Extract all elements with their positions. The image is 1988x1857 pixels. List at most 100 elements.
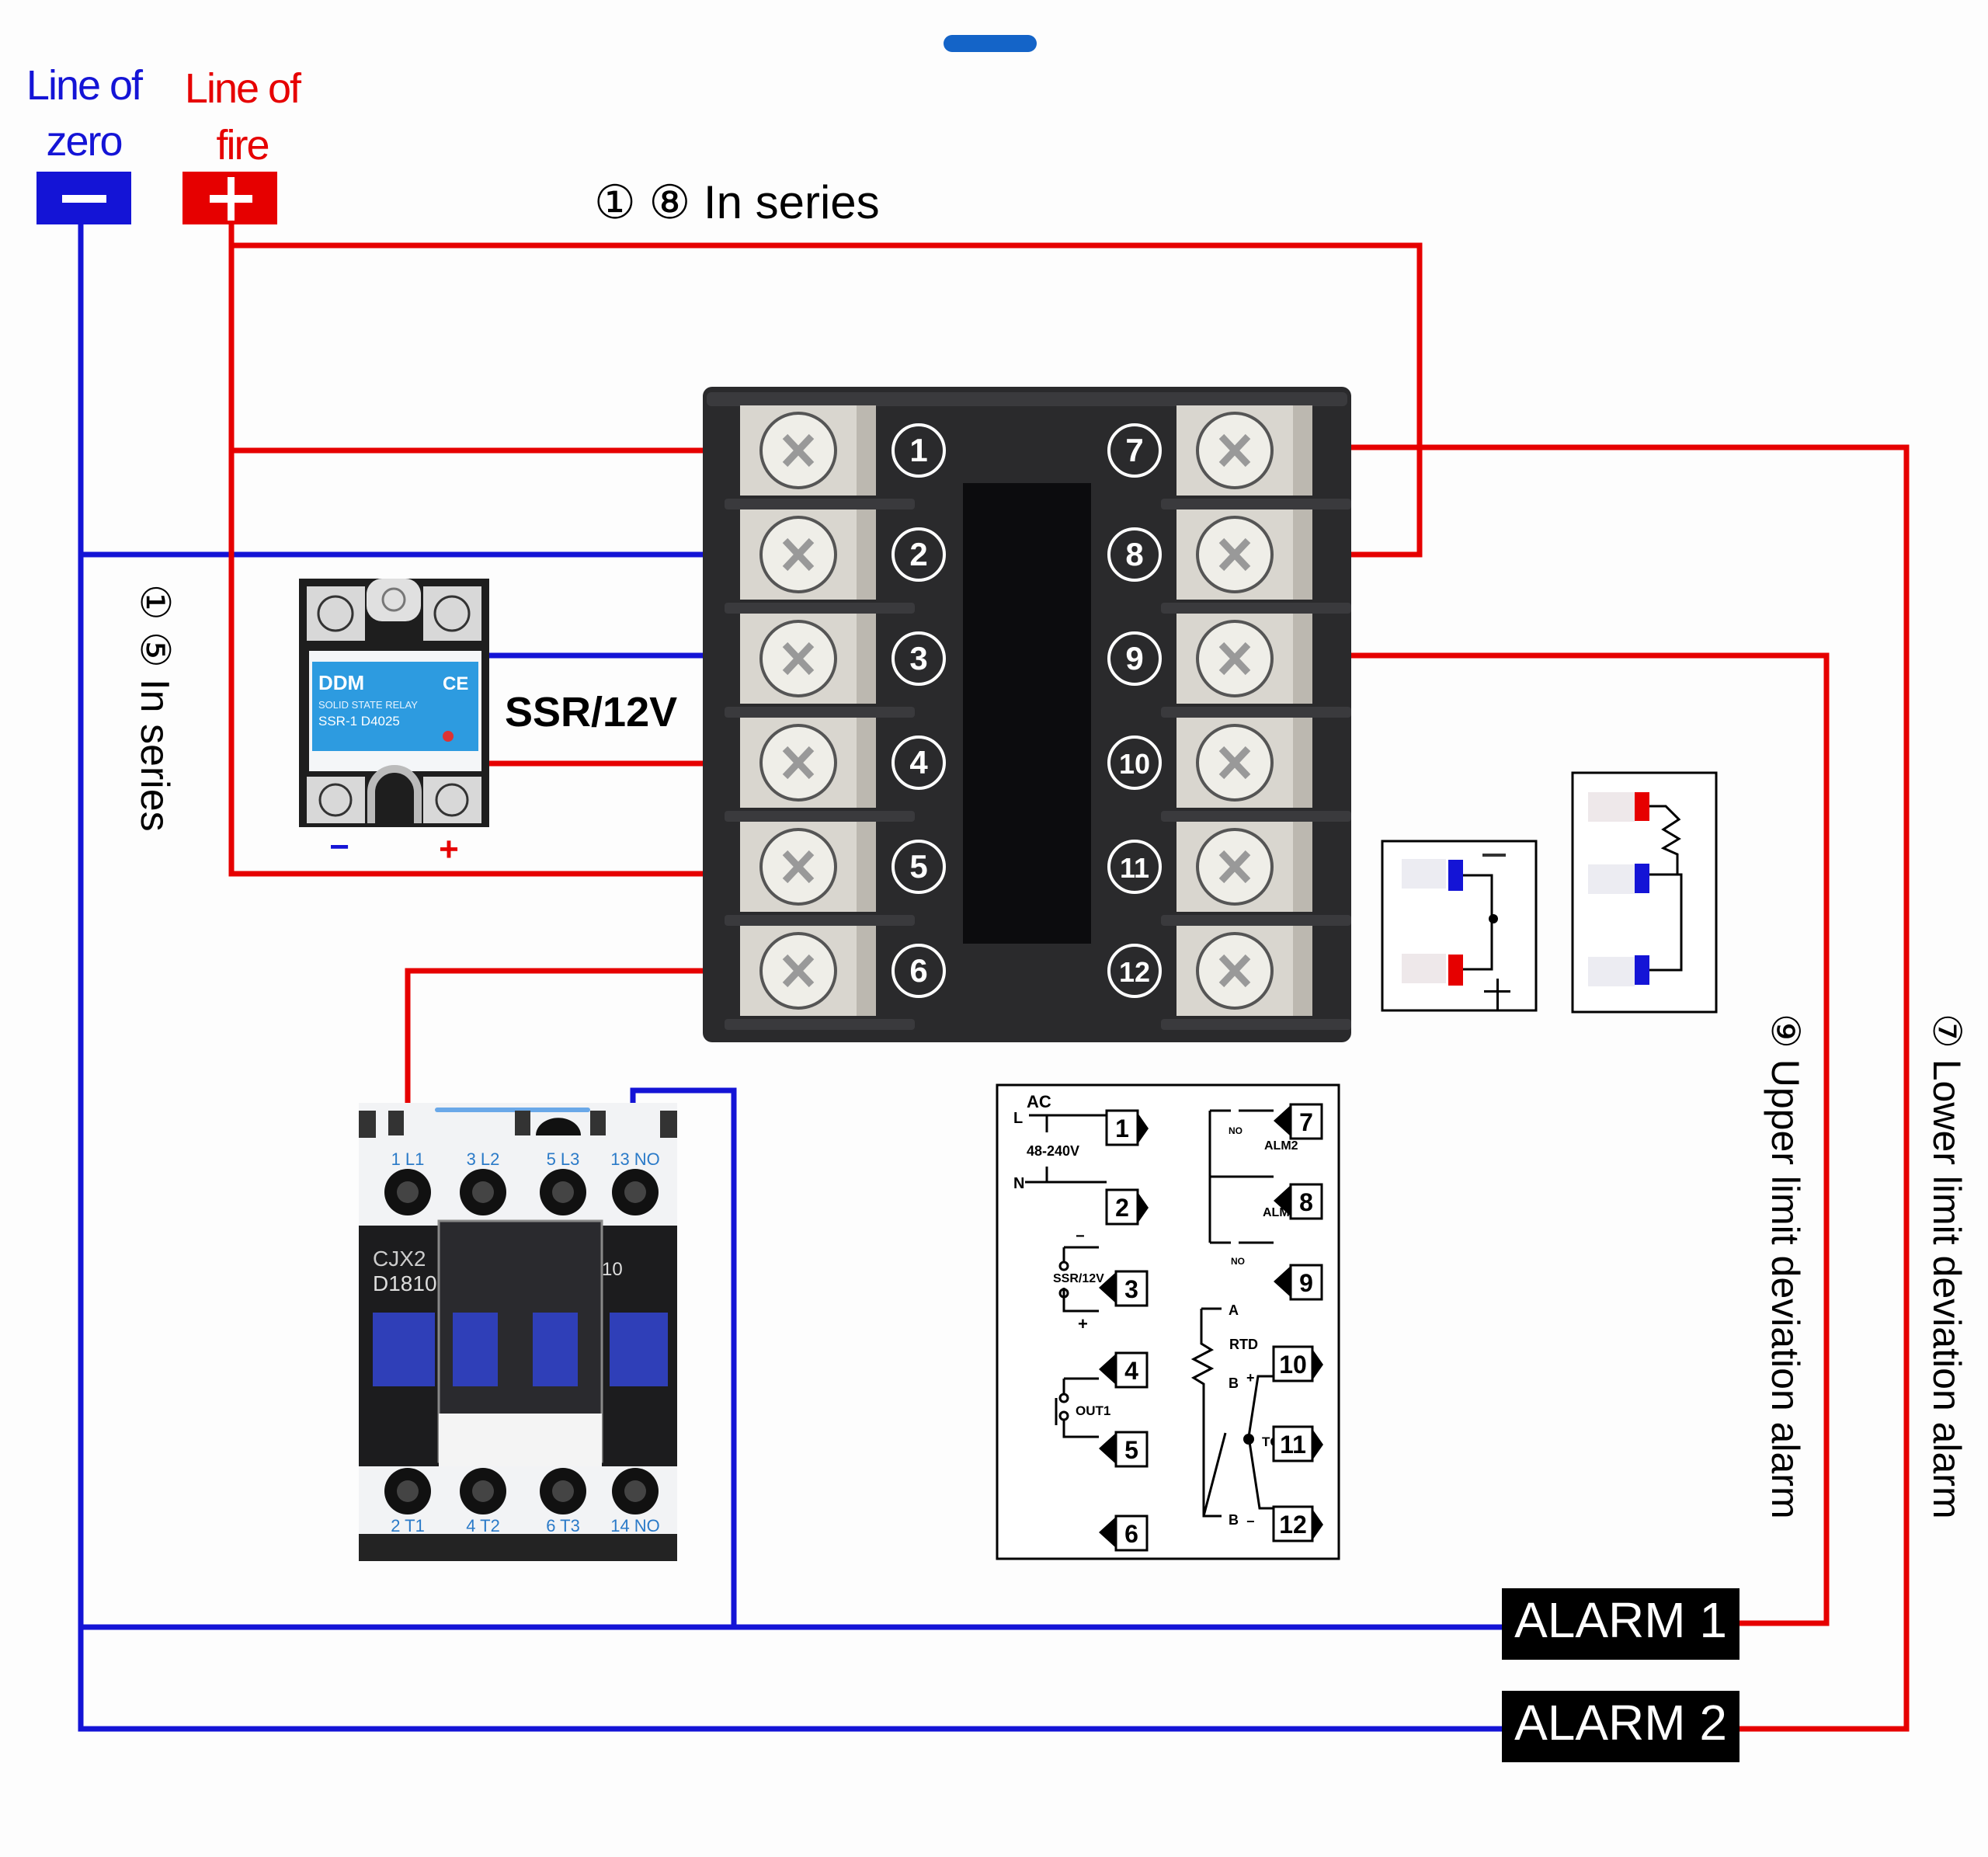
contactor-top-label: 1 L1: [391, 1149, 425, 1169]
terminal-number-badge: 4: [891, 735, 946, 790]
schematic-alm2-label: ALM2: [1264, 1139, 1298, 1153]
fire-line-label-2: fire: [216, 122, 268, 169]
contactor-side-mark: 10: [602, 1259, 623, 1280]
contactor-top-label: 3 L2: [467, 1149, 500, 1169]
terminal-number-badge: 10: [1107, 735, 1162, 790]
terminal-12[interactable]: 12: [1107, 926, 1351, 1030]
contactor-bottom-label: 4 T2: [466, 1516, 500, 1535]
schematic-terminal-number: 10: [1279, 1351, 1307, 1379]
contactor-bottom-terminal[interactable]: 2 T1: [384, 1468, 431, 1535]
contactor-bottom-label: 2 T1: [391, 1516, 425, 1535]
terminal-9[interactable]: 9: [1107, 614, 1351, 718]
screw-icon: [1218, 850, 1251, 884]
terminal-4[interactable]: 4: [725, 718, 946, 822]
terminal-number-badge: 12: [1107, 944, 1162, 998]
schematic-terminal-number: 5: [1124, 1436, 1138, 1464]
terminal-number-badge: 7: [1107, 423, 1162, 478]
wire-terminal-7-to-alarm-2: [1270, 444, 1910, 1732]
alarm-2-label: ALARM 2: [1514, 1695, 1727, 1751]
schematic-terminal-6: 6: [1099, 1514, 1149, 1552]
schematic-no-bottom: NO: [1231, 1256, 1245, 1267]
thermocouple-wiring-box: [1381, 840, 1538, 1012]
terminal-number: 7: [1125, 432, 1143, 468]
contactor-bottom-terminal[interactable]: 6 T3: [540, 1468, 586, 1535]
schematic-terminal-11: 11: [1272, 1425, 1323, 1462]
schematic-tc-minus: −: [1246, 1514, 1255, 1529]
terminal-5[interactable]: 5: [725, 822, 946, 926]
terminal-10[interactable]: 10: [1107, 718, 1351, 822]
schematic-terminal-number: 6: [1124, 1520, 1138, 1548]
controller-center-window: [963, 483, 1091, 944]
schematic-n-label: N: [1013, 1175, 1024, 1192]
drag-handle[interactable]: [944, 35, 1037, 52]
schematic-terminal-10: 10: [1272, 1345, 1323, 1382]
schematic-terminal-number: 2: [1115, 1194, 1129, 1222]
terminal-7[interactable]: 7: [1107, 405, 1351, 509]
terminal-number-badge: 1: [891, 423, 946, 478]
wire-terminal-6-to-contactor-l1: [405, 968, 799, 1139]
screw-icon: [1218, 433, 1251, 468]
neutral-terminal[interactable]: [36, 172, 131, 224]
contactor-top-terminal[interactable]: 13 NO: [610, 1149, 660, 1215]
lower-alarm-label: ⑦ Lower limit deviation alarm: [1925, 1014, 1969, 1519]
terminal-11[interactable]: 11: [1107, 822, 1351, 926]
terminal-2[interactable]: 2: [725, 509, 946, 614]
contactor-top-label: 5 L3: [547, 1149, 580, 1169]
screw-icon: [1218, 746, 1251, 780]
contactor-top-terminal[interactable]: 5 L3: [540, 1149, 586, 1215]
terminal-number-badge: 8: [1107, 527, 1162, 582]
contactor-top-terminal[interactable]: 1 L1: [384, 1149, 431, 1215]
live-terminal[interactable]: [182, 172, 277, 224]
schematic-terminal-2: 2: [1105, 1188, 1149, 1226]
contactor-top-terminal[interactable]: 3 L2: [460, 1149, 506, 1215]
schematic-terminal-8: 8: [1274, 1183, 1323, 1220]
schematic-no-top: NO: [1229, 1125, 1242, 1136]
contactor-model-line-2: D1810: [373, 1271, 437, 1295]
ssr-plus-label: +: [439, 830, 459, 868]
terminal-number-badge: 5: [891, 840, 946, 894]
ssr-ce-mark: CE: [443, 673, 468, 694]
schematic-terminal-number: 11: [1280, 1431, 1306, 1459]
schematic-terminal-12: 12: [1272, 1505, 1323, 1542]
upper-alarm-label: ⑨ Upper limit deviation alarm: [1764, 1014, 1807, 1519]
screw-icon: [1218, 954, 1251, 988]
resistor-icon: [1649, 805, 1681, 875]
schematic-terminal-7: 7: [1274, 1103, 1323, 1140]
terminal-1[interactable]: 1: [725, 405, 946, 509]
terminal-number: 12: [1119, 956, 1150, 988]
contactor-top-label: 13 NO: [610, 1149, 660, 1169]
terminal-number: 8: [1125, 536, 1143, 572]
minus-icon: [1482, 854, 1506, 857]
terminal-number: 2: [909, 536, 927, 572]
screw-icon: [782, 850, 815, 884]
alarm-1-box[interactable]: ALARM 1: [1502, 1588, 1740, 1660]
terminal-number: 3: [909, 640, 927, 676]
contactor-bottom-terminal[interactable]: 4 T2: [460, 1468, 506, 1535]
ssr-description: SOLID STATE RELAY: [318, 699, 418, 711]
schematic-terminal-number: 12: [1279, 1511, 1307, 1539]
junction-dot: [1489, 914, 1498, 923]
terminal-number: 5: [909, 848, 927, 885]
terminal-6[interactable]: 6: [725, 926, 946, 1030]
schematic-ssr-plus: +: [1078, 1314, 1088, 1334]
schematic-terminal-number: 3: [1124, 1275, 1138, 1303]
terminal-number-badge: 3: [891, 631, 946, 686]
contactor-bottom-label: 6 T3: [546, 1516, 580, 1535]
schematic-rtd-label: RTD: [1229, 1337, 1258, 1352]
schematic-ac-label: AC: [1027, 1092, 1051, 1111]
schematic-ssr-label: SSR/12V: [1053, 1272, 1104, 1285]
ssr-minus-label: −: [329, 828, 349, 866]
screw-icon: [782, 642, 815, 676]
terminal-3[interactable]: 3: [725, 614, 946, 718]
terminal-number-badge: 2: [891, 527, 946, 582]
alarm-2-box[interactable]: ALARM 2: [1502, 1691, 1740, 1762]
screw-icon: [782, 537, 815, 572]
series-1-5-label: ① ⑤ In series: [132, 584, 177, 832]
terminal-8[interactable]: 8: [1107, 509, 1351, 614]
contactor-bottom-terminal[interactable]: 14 NO: [610, 1468, 660, 1535]
terminal-number-badge: 6: [891, 944, 946, 998]
terminal-number: 6: [909, 952, 927, 989]
schematic-ssr-minus: −: [1076, 1228, 1085, 1245]
